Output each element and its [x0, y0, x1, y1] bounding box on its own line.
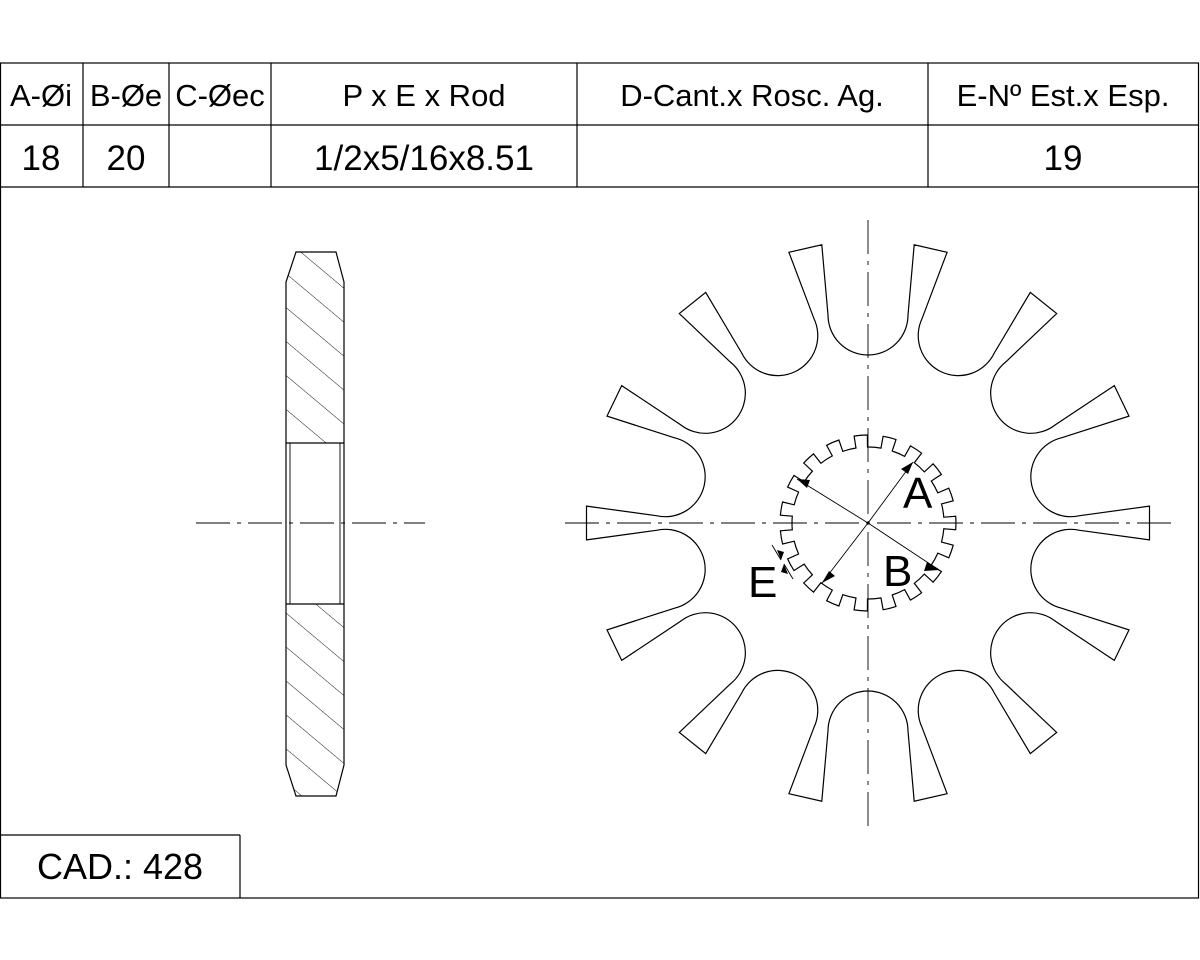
header-a-inner-diameter: A-Øi: [10, 78, 72, 113]
side-section-view: [196, 251, 425, 797]
value-splines-thickness: 19: [1044, 139, 1083, 178]
dimension-b: B: [821, 522, 940, 596]
sprocket-outline: [585, 244, 1151, 802]
cad-box: CAD.: 428: [0, 834, 241, 898]
front-view: A B E: [565, 220, 1172, 828]
spline-bore-outline: [779, 434, 957, 612]
spec-table: A-Øi B-Øe C-Øec P x E x Rod D-Cant.x Ros…: [0, 63, 1199, 188]
dimension-a: A: [796, 461, 933, 524]
dimension-e: E: [748, 544, 794, 607]
header-b-outer-diameter: B-Øe: [90, 78, 162, 113]
section-upper-hatch: [286, 252, 344, 443]
cad-chain-size: CAD.: 428: [37, 846, 203, 887]
label-e: E: [748, 558, 777, 607]
value-pitch-width-roller: 1/2x5/16x8.51: [314, 139, 534, 178]
section-lower-hatch: [286, 604, 344, 796]
header-holes-thread: D-Cant.x Rosc. Ag.: [620, 78, 884, 113]
header-pitch-width-roller: P x E x Rod: [342, 78, 505, 113]
value-a-inner-diameter: 18: [22, 139, 61, 178]
label-a: A: [903, 469, 933, 518]
value-b-outer-diameter: 20: [107, 139, 146, 178]
header-c-diameter: C-Øec: [175, 78, 265, 113]
label-b: B: [883, 547, 912, 596]
drawing-frame: [0, 62, 1200, 899]
header-splines-thickness: E-Nº Est.x Esp.: [957, 78, 1170, 113]
